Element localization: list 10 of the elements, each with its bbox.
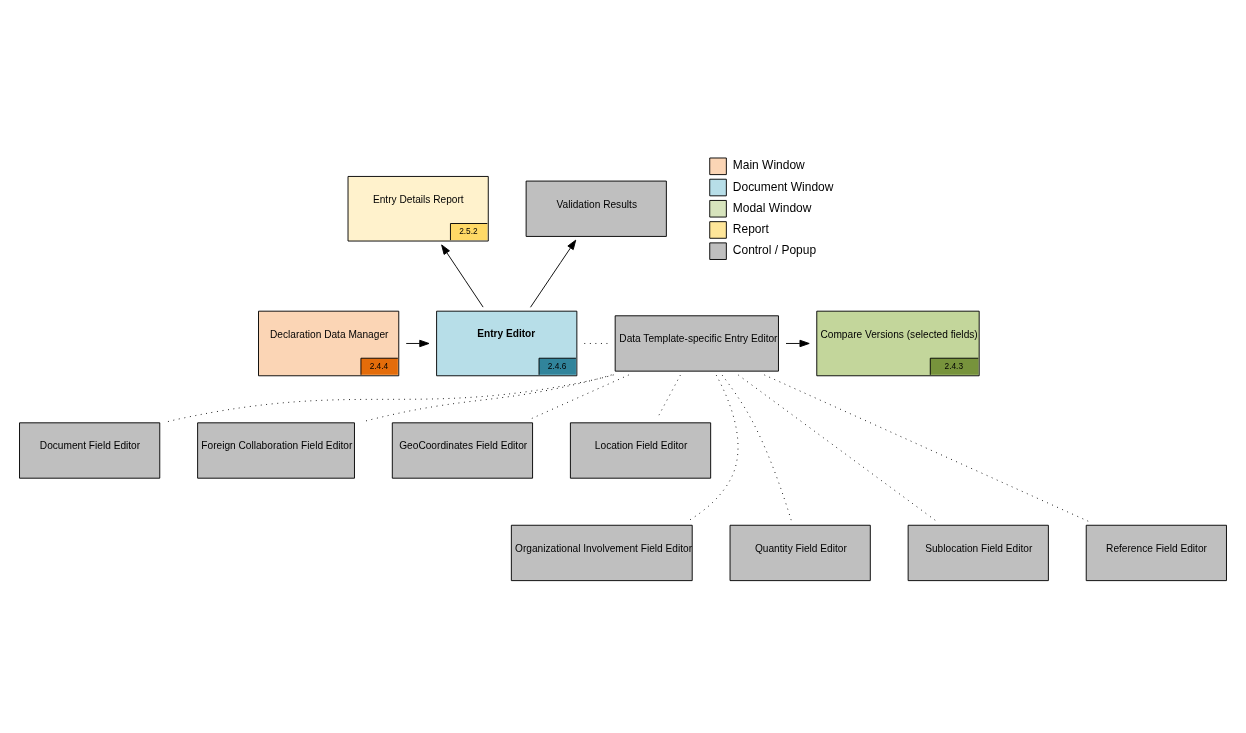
legend-label: Report [732, 221, 769, 236]
arrow [405, 339, 430, 347]
legend-label: Modal Window [732, 200, 812, 215]
arrow [785, 339, 810, 347]
legend-label: Control / Popup [732, 242, 817, 257]
connector [763, 373, 1090, 522]
arrow [530, 239, 577, 308]
legend-label: Document Window [732, 179, 834, 194]
legend-label: Main Window [732, 157, 805, 172]
arrow [441, 243, 484, 308]
